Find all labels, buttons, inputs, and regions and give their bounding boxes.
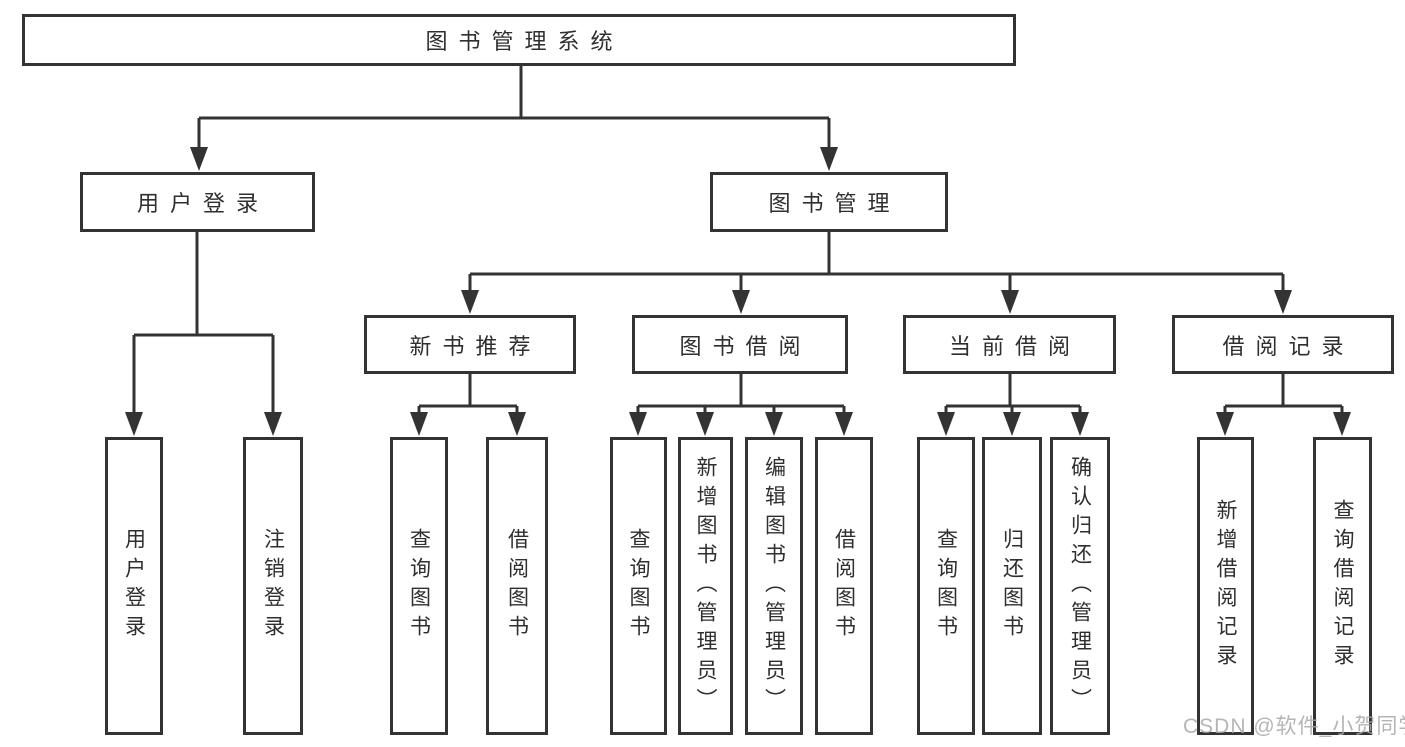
leaf-newbook-query-books: 查询图书 (390, 437, 448, 735)
leaf-records-add-record: 新增借阅记录 (1197, 437, 1254, 735)
leaf-borrowing-add-books-admin: 新增图书（管理员） (678, 437, 733, 735)
node-book-borrowing: 图书借阅 (632, 315, 848, 374)
leaf-borrowing-edit-books-admin: 编辑图书（管理员） (745, 437, 803, 735)
leaf-logout: 注销登录 (243, 437, 303, 735)
leaf-user-login: 用户登录 (105, 437, 163, 735)
node-borrow-records: 借阅记录 (1172, 315, 1394, 374)
node-user-login: 用户登录 (80, 172, 315, 232)
node-root: 图书管理系统 (22, 14, 1016, 66)
csdn-watermark: CSDN @软件_小贺同学 (1183, 715, 1405, 738)
leaf-borrowing-query-books: 查询图书 (610, 437, 667, 735)
leaf-records-query-record: 查询借阅记录 (1313, 437, 1372, 735)
node-current-borrowing: 当前借阅 (903, 315, 1116, 374)
leaf-current-query-books: 查询图书 (917, 437, 975, 735)
node-new-book-recommend: 新书推荐 (364, 315, 576, 374)
leaf-newbook-borrow-books: 借阅图书 (486, 437, 548, 735)
leaf-borrowing-borrow-books: 借阅图书 (815, 437, 873, 735)
leaf-current-return-books: 归还图书 (982, 437, 1042, 735)
node-book-management: 图书管理 (710, 172, 948, 232)
leaf-current-confirm-return-admin: 确认归还（管理员） (1050, 437, 1110, 735)
